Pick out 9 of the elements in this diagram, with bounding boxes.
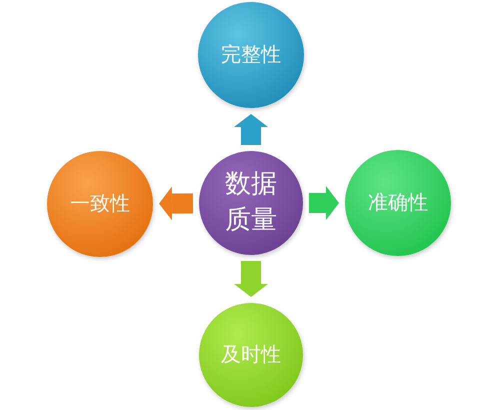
arrow <box>234 114 268 145</box>
arrow <box>309 186 339 220</box>
circle-label: 一致性 <box>70 190 130 218</box>
arrow <box>234 261 268 297</box>
circle-label: 数据质量 <box>224 168 278 237</box>
circle-label: 准确性 <box>368 189 428 216</box>
circle-label: 及时性 <box>221 341 281 368</box>
arrow <box>158 186 194 221</box>
circle-label: 完整性 <box>221 41 281 68</box>
